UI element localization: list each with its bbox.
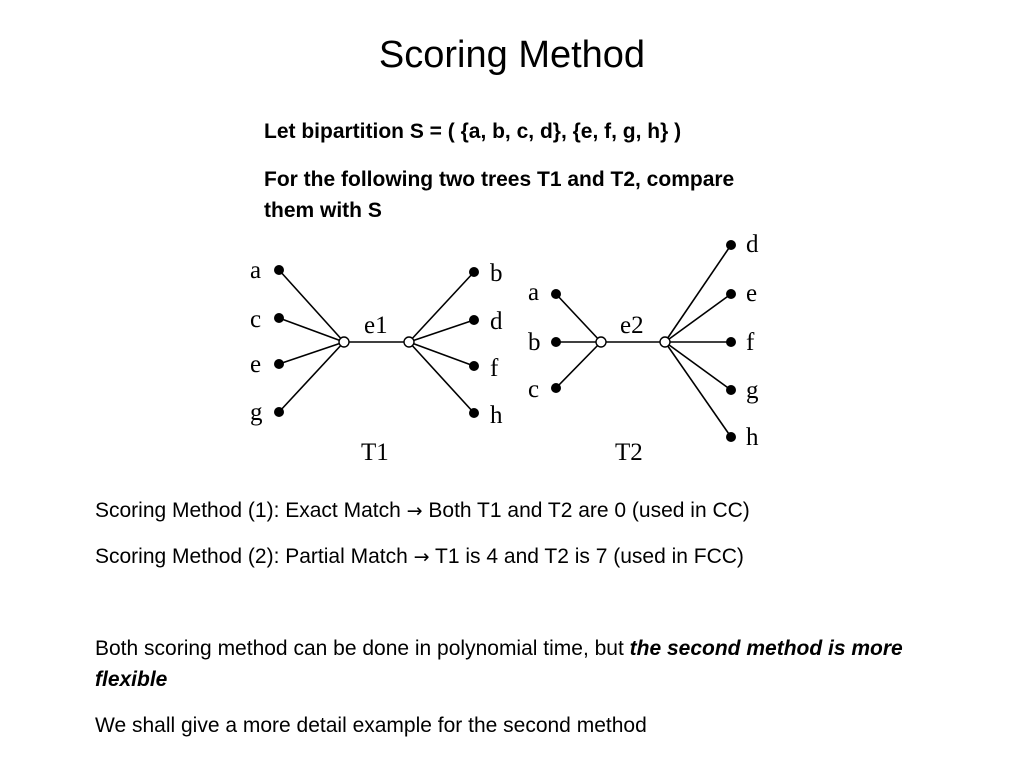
- t2-leaf-label: g: [746, 377, 759, 404]
- t2-leaf-dot: [551, 337, 561, 347]
- method-2-label: Scoring Method (2): Partial Match: [95, 545, 408, 568]
- comparison-instruction: For the following two trees T1 and T2, c…: [264, 168, 735, 222]
- t2-leaf-label: f: [746, 329, 755, 356]
- t1-internal-node-left: [338, 336, 350, 348]
- t1-leaf-label: h: [490, 402, 503, 429]
- t1-leaf-label: a: [250, 257, 261, 284]
- t2-leaf-label: d: [746, 231, 759, 258]
- t1-leaf-dot: [469, 267, 479, 277]
- method-1-label: Scoring Method (1): Exact Match: [95, 499, 401, 522]
- t2-leaf-dots: [551, 240, 736, 442]
- t2-edge-left-2: [555, 341, 602, 389]
- t2-leaf-dot: [551, 289, 561, 299]
- t2-edge-left-0: [555, 293, 602, 343]
- t1-leaf-label: e: [250, 351, 261, 378]
- t2-leaf-label: h: [746, 424, 759, 451]
- t1-edge-left-2: [278, 341, 345, 365]
- t1-internal-node-right: [403, 336, 415, 348]
- t1-edge-left-0: [278, 269, 345, 343]
- page-title: Scoring Method: [378, 34, 646, 76]
- scoring-method-2: Scoring Method (2): Partial Match → T1 i…: [95, 541, 925, 573]
- t2-leaf-label: b: [528, 329, 541, 356]
- method-1-result: Both T1 and T2 are 0 (used in CC): [428, 499, 750, 522]
- t2-edge-right-0: [664, 244, 732, 343]
- t2-leaf-label: a: [528, 279, 539, 306]
- t2-leaf-label: c: [528, 376, 539, 403]
- t2-edge-label: e2: [620, 312, 644, 339]
- t1-edge-label: e1: [364, 312, 388, 339]
- conclusion-paragraph: Both scoring method can be done in polyn…: [95, 633, 925, 695]
- t2-tree-label: T2: [615, 439, 643, 466]
- t2-edge-right-4: [664, 341, 732, 438]
- t1-leaf-dot: [274, 313, 284, 323]
- t1-edge-right-0: [408, 271, 475, 343]
- tree-t1: [278, 269, 475, 414]
- tree-t2: [555, 244, 732, 438]
- t2-leaf-label: e: [746, 280, 757, 307]
- t2-edge-right-3: [664, 341, 732, 391]
- conclusion-emphasis: the second method is more flexible: [95, 637, 903, 691]
- t2-leaf-dot: [726, 432, 736, 442]
- tree-diagram: a c e g b d f h e1 T1 a b c d e: [250, 231, 759, 466]
- t2-leaf-dot: [551, 383, 561, 393]
- followup-note: We shall give a more detail example for …: [95, 714, 647, 737]
- t1-tree-label: T1: [361, 439, 389, 466]
- arrow-icon: →: [406, 500, 423, 522]
- t2-leaf-dot: [726, 385, 736, 395]
- t1-edge-right-2: [408, 341, 475, 367]
- t1-leaf-label: c: [250, 306, 261, 333]
- t1-leaf-label: b: [490, 260, 503, 287]
- t1-leaf-dot: [274, 265, 284, 275]
- t2-leaf-dot: [726, 289, 736, 299]
- t1-leaf-dot: [469, 408, 479, 418]
- t2-internal-node-left: [595, 336, 607, 348]
- t1-edge-left-3: [278, 341, 345, 413]
- t1-edge-left-1: [278, 317, 345, 343]
- t1-edge-right-1: [408, 319, 475, 343]
- t2-leaf-dot: [726, 337, 736, 347]
- t1-edge-right-3: [408, 341, 475, 414]
- t1-leaf-dot: [274, 359, 284, 369]
- t1-leaf-label: d: [490, 308, 503, 335]
- t1-leaf-dot: [469, 315, 479, 325]
- t2-edge-right-1: [664, 293, 732, 343]
- arrow-icon: →: [413, 546, 430, 568]
- t1-leaf-dots: [274, 265, 479, 418]
- t1-leaf-dot: [469, 361, 479, 371]
- t1-leaf-label: g: [250, 399, 263, 426]
- t1-leaf-dot: [274, 407, 284, 417]
- t2-leaf-dot: [726, 240, 736, 250]
- t2-internal-node-right: [659, 336, 671, 348]
- conclusion-text: Both scoring method can be done in polyn…: [95, 637, 630, 660]
- t1-leaf-label: f: [490, 355, 499, 382]
- bipartition-definition: Let bipartition S = ( {a, b, c, d}, {e, …: [264, 120, 682, 143]
- scoring-method-1: Scoring Method (1): Exact Match → Both T…: [95, 495, 925, 527]
- method-2-result: T1 is 4 and T2 is 7 (used in FCC): [435, 545, 744, 568]
